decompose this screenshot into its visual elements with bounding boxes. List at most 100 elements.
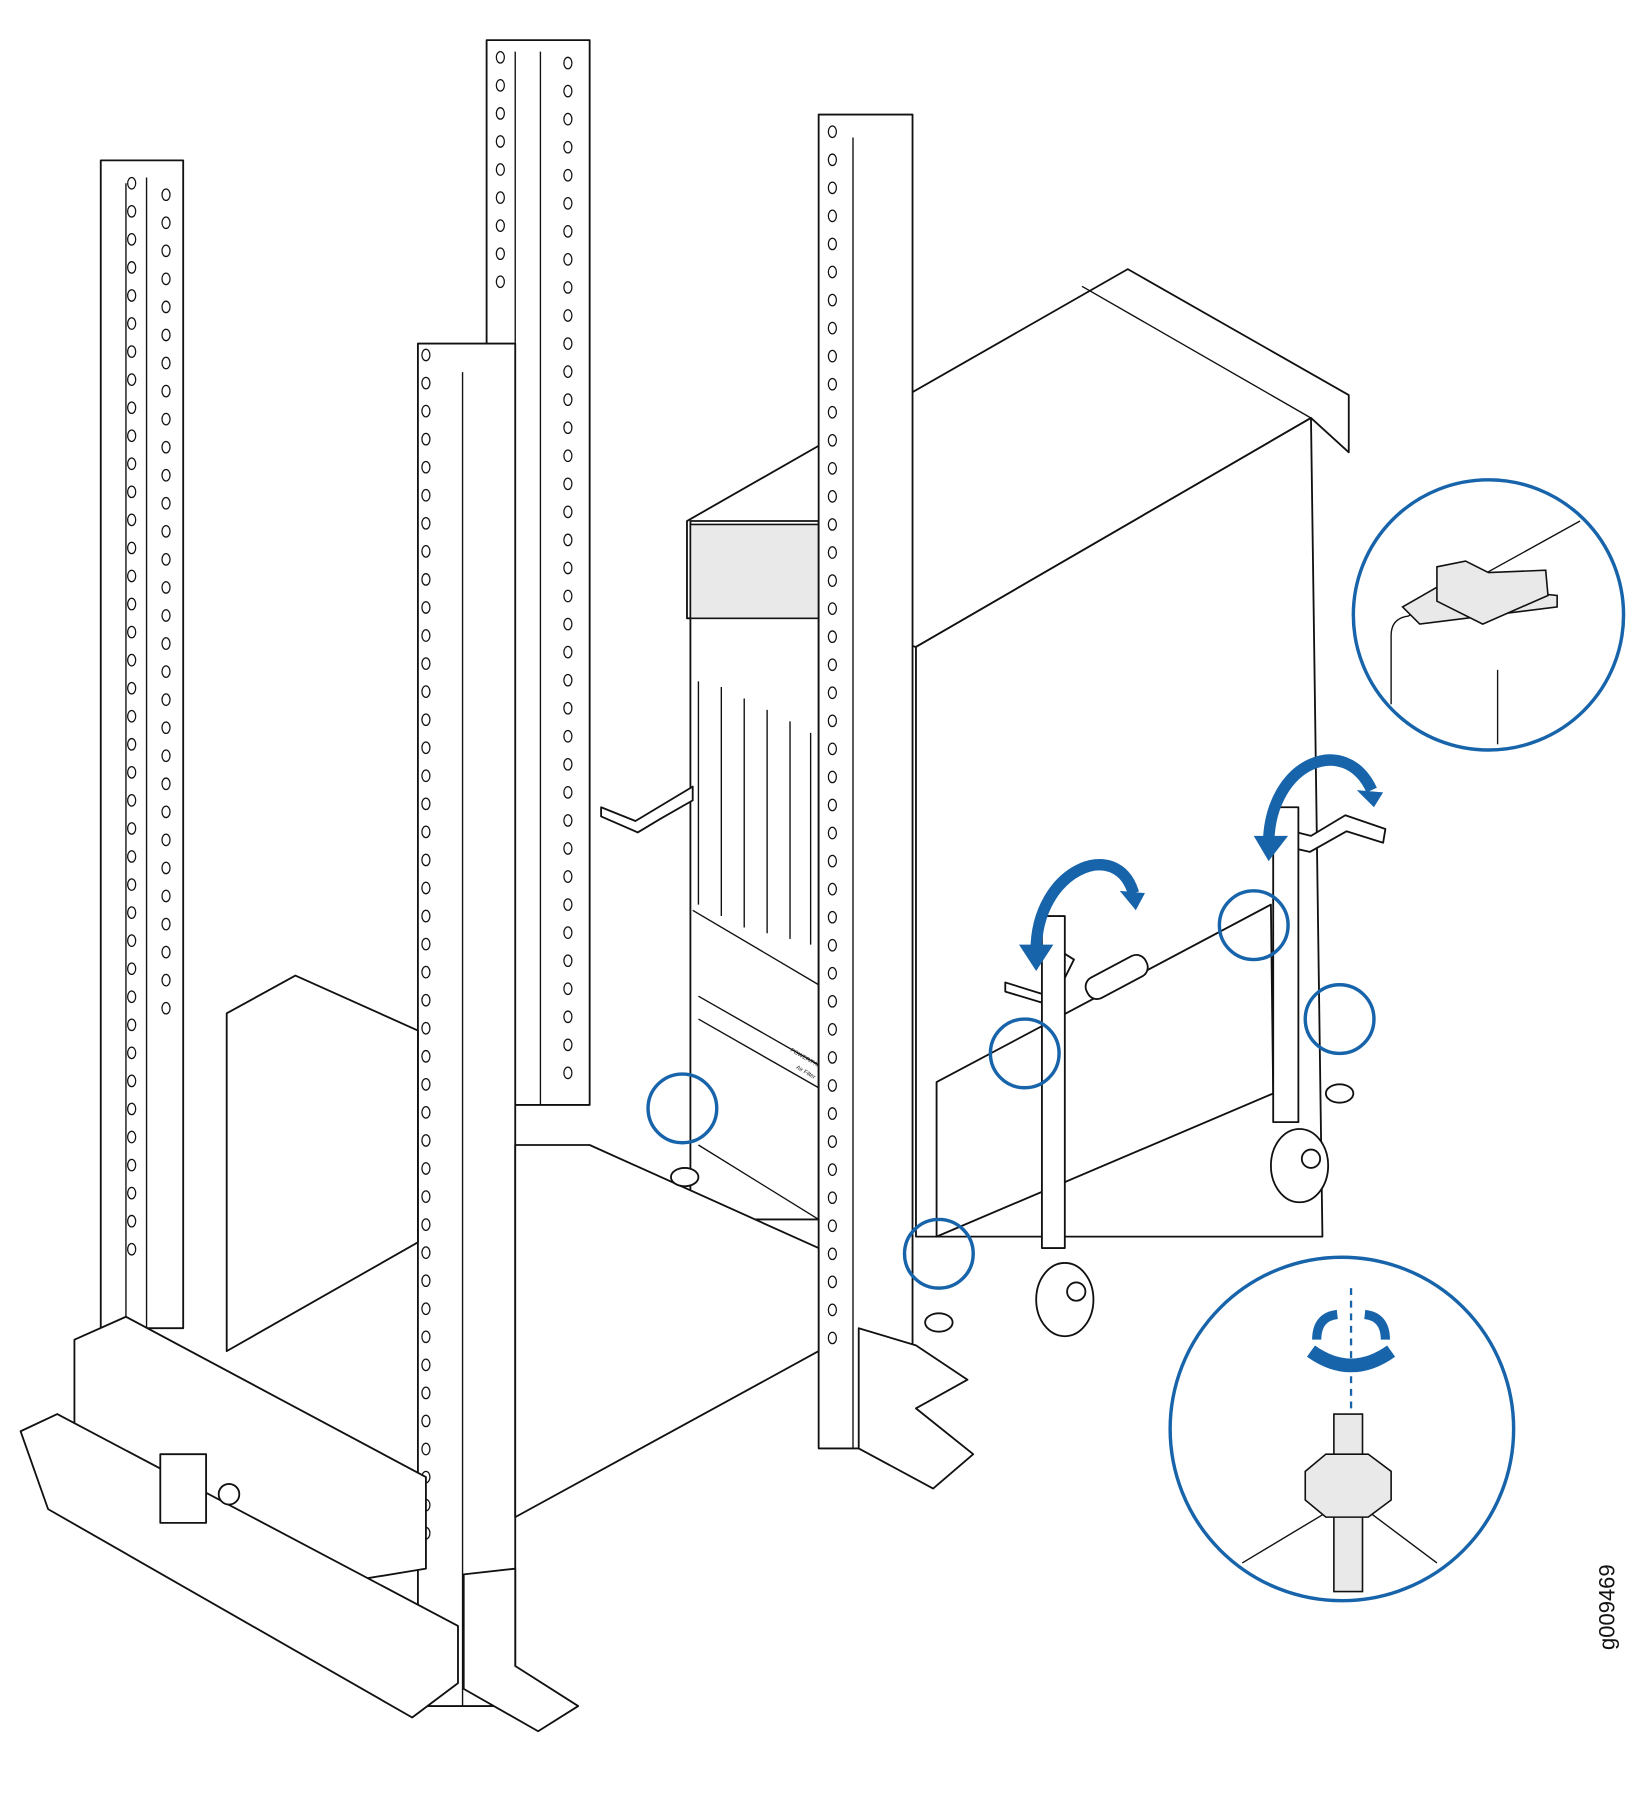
rack-hole [421, 1049, 431, 1063]
rack-hole [421, 713, 431, 727]
rack-hole [563, 982, 573, 996]
rack-hole [827, 293, 838, 307]
rack-hole [563, 337, 573, 350]
rack-hole [421, 1106, 431, 1119]
rack-hole [421, 769, 431, 783]
rack-hole [127, 1074, 137, 1088]
rack-hole [827, 237, 838, 251]
rack-hole [421, 488, 431, 502]
rack-hole [127, 1242, 137, 1256]
rack-hole [421, 460, 431, 474]
rack-hole [421, 1302, 431, 1316]
rack-hole [421, 1190, 431, 1203]
rack-hole [827, 994, 838, 1008]
rack-hole [827, 966, 838, 980]
rack-hole [127, 176, 137, 190]
rack-hole [127, 962, 137, 976]
rack-hole [563, 140, 573, 154]
rack-hole [827, 490, 838, 503]
rack-hole [421, 1246, 431, 1260]
rack-hole [161, 693, 171, 706]
rack-hole [127, 765, 137, 779]
rack-hole [161, 945, 171, 959]
rack-hole [827, 181, 838, 195]
rack-hole [827, 1247, 838, 1261]
rack-hole [827, 938, 838, 952]
rack-hole [563, 1038, 573, 1052]
rack-hole [161, 609, 171, 622]
rack-hole [827, 377, 838, 391]
rack-hole [161, 889, 171, 903]
rack-hole [161, 553, 171, 566]
rack-hole [161, 721, 171, 735]
rack-hole [127, 822, 137, 835]
rack-hole [563, 168, 573, 182]
rack-hole [161, 244, 171, 258]
rack-hole [827, 798, 838, 812]
rack-hole [827, 1107, 838, 1120]
rack-hole [421, 881, 431, 895]
rack-hole [563, 112, 573, 126]
rack-hole [127, 878, 137, 891]
winch [159, 1453, 208, 1524]
rack-hole [827, 1051, 838, 1064]
rack-hole [563, 842, 573, 855]
rack-hole [127, 513, 137, 527]
lift-handles [600, 785, 1387, 1249]
rack-hole [421, 1358, 431, 1372]
detail-callout-leveling-foot [1168, 1255, 1516, 1603]
rack-hole [563, 757, 573, 771]
card-slots [692, 681, 820, 1221]
rack-hole [161, 440, 171, 454]
rack-hole [827, 602, 838, 615]
router-chassis: POWER/FAN Air Filter [686, 268, 1350, 1238]
rack-hole [563, 954, 573, 968]
rack-hole [827, 153, 838, 167]
rack-hole [127, 317, 137, 330]
rack-hole [421, 1162, 431, 1175]
rack-hole [827, 630, 838, 644]
rack-hole [563, 1066, 573, 1080]
rack-hole [421, 993, 431, 1007]
rack-hole [421, 937, 431, 951]
rack-hole [127, 794, 137, 807]
rack-hole [827, 910, 838, 924]
handle-slot [1084, 953, 1149, 1000]
rack-hole [421, 1330, 431, 1344]
rack-hole [563, 533, 573, 547]
rack-hole [827, 854, 838, 868]
rack-hole [127, 457, 137, 471]
rack-hole [563, 561, 573, 575]
rack-post-front-left [416, 342, 517, 1707]
rack-hole [421, 685, 431, 698]
rack-hole [563, 196, 573, 210]
rack-hole [827, 1023, 838, 1036]
rack-hole [161, 1001, 171, 1015]
rack-hole [827, 405, 838, 419]
rack-hole [827, 826, 838, 840]
rack-hole [161, 300, 171, 314]
rack-hole [127, 906, 137, 919]
rack-hole [563, 645, 573, 659]
rack-hole [421, 432, 431, 446]
rack-hole [827, 742, 838, 756]
rack-hole [495, 275, 505, 289]
rack-hole [827, 265, 838, 279]
rack-hole [161, 749, 171, 763]
rack-hole [421, 516, 431, 530]
rack-hole [827, 714, 838, 728]
rack-hole [827, 1275, 838, 1289]
rack-hole [127, 1018, 137, 1032]
rack-hole [495, 50, 505, 64]
rack-hole [127, 345, 137, 358]
rack-hole [827, 209, 838, 223]
rack-hole [127, 1130, 137, 1144]
rack-hole [161, 356, 171, 370]
rack-hole [161, 637, 171, 650]
rack-hole [827, 1331, 838, 1345]
rack-hole [827, 1191, 838, 1205]
rack-hole [827, 1135, 838, 1148]
rack-hole [161, 665, 171, 678]
mounting-shelf [19, 974, 975, 1733]
